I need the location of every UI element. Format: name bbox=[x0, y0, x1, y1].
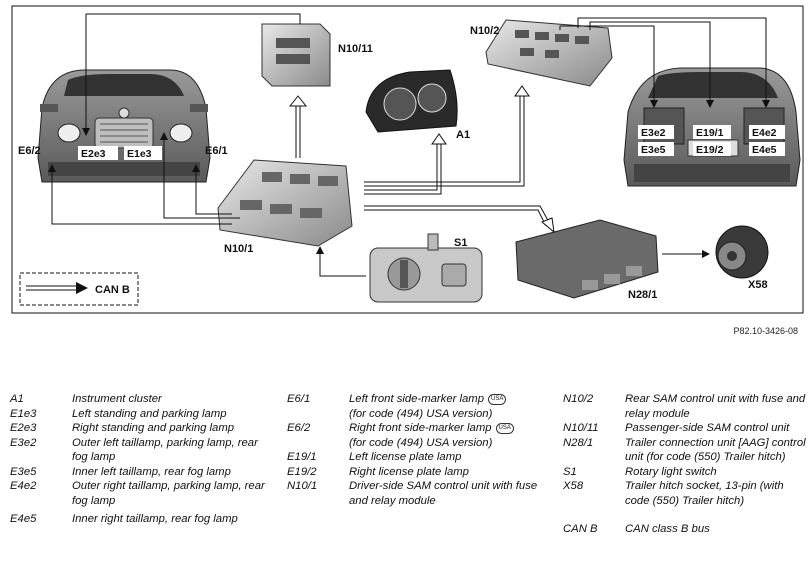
light-switch-illustration bbox=[369, 233, 483, 303]
e1e3-label: E1e3 bbox=[127, 148, 152, 160]
x58-label: X58 bbox=[748, 279, 768, 291]
e19-2-label: E19/2 bbox=[696, 144, 724, 156]
n10-1-module-illustration bbox=[217, 159, 353, 247]
e6-2-label: E6/2 bbox=[18, 145, 41, 157]
usa-badge-icon: USA bbox=[487, 393, 507, 405]
trailer-socket-illustration bbox=[715, 225, 769, 279]
e4e5-label: E4e5 bbox=[752, 144, 777, 156]
e6-1-label: E6/1 bbox=[205, 145, 228, 157]
signal-lines bbox=[48, 13, 770, 277]
e4e2-label: E4e2 bbox=[752, 127, 777, 139]
n10-11-label: N10/11 bbox=[338, 43, 373, 55]
e2e3-label: E2e3 bbox=[81, 148, 106, 160]
can-bus-lines bbox=[288, 85, 555, 234]
can-b-legend-box: CAN B bbox=[19, 272, 139, 306]
figure-reference: P82.10-3426-08 bbox=[733, 326, 798, 336]
s1-label: S1 bbox=[454, 237, 467, 249]
trailer-control-unit-illustration bbox=[515, 219, 659, 299]
n10-1-label: N10/1 bbox=[224, 243, 253, 255]
usa-badge-icon: USA bbox=[495, 422, 514, 434]
n10-2-label: N10/2 bbox=[470, 25, 499, 37]
n10-11-module-illustration bbox=[261, 23, 331, 87]
a1-label: A1 bbox=[456, 129, 470, 141]
can-b-label: CAN B bbox=[95, 284, 130, 296]
e3e2-label: E3e2 bbox=[641, 127, 666, 139]
instrument-cluster-illustration bbox=[365, 69, 458, 133]
wiring-diagram: CAN B N10/11 N10/2 A1 N10/1 S1 N28/1 X58… bbox=[11, 5, 804, 314]
n10-2-module-illustration bbox=[485, 19, 613, 87]
front-car-illustration bbox=[37, 69, 211, 183]
e19-1-label: E19/1 bbox=[696, 127, 724, 139]
e3e5-label: E3e5 bbox=[641, 144, 666, 156]
n28-1-label: N28/1 bbox=[628, 289, 657, 301]
